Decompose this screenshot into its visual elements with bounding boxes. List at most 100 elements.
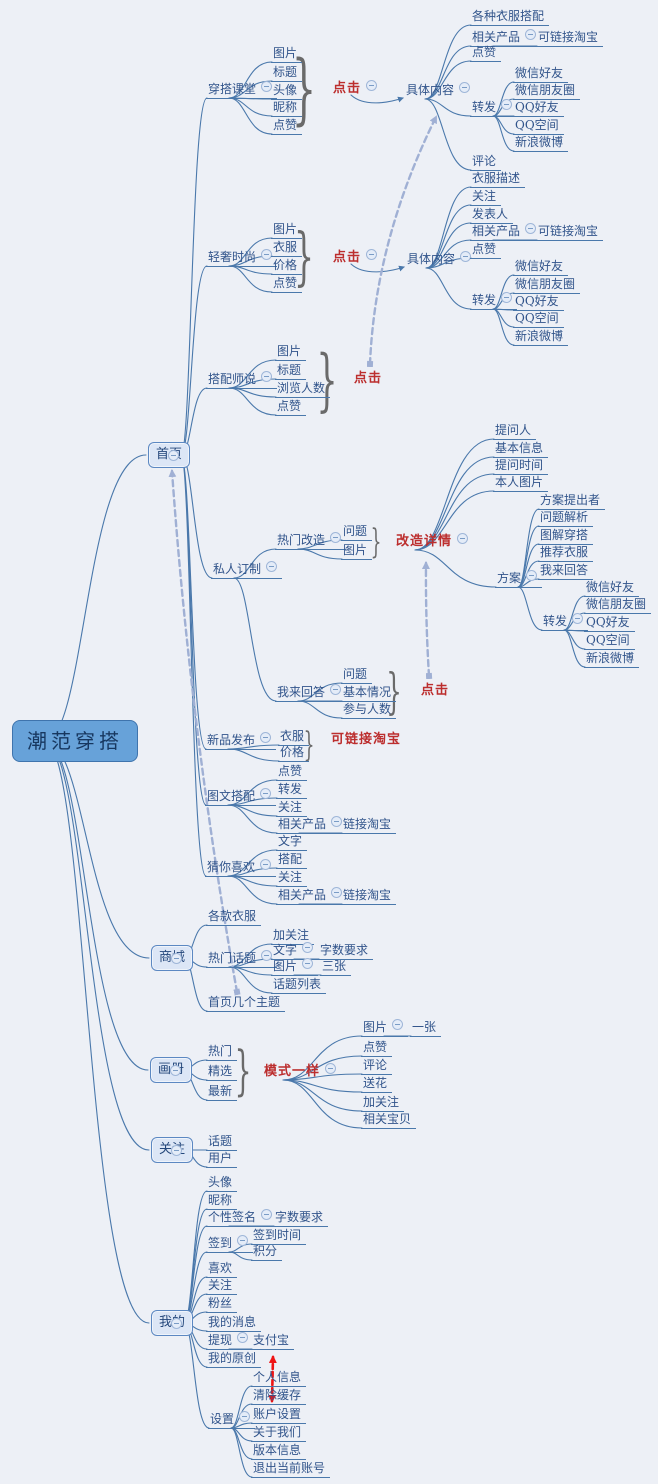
node-wc-title[interactable]: 标题 [271, 64, 303, 82]
node-d1-comment[interactable]: 评论 [470, 153, 502, 171]
node-custom[interactable]: 私人订制 [211, 561, 283, 579]
node-wear-class[interactable]: 穿搭课堂 [206, 81, 278, 99]
node-d2-moments[interactable]: 微信朋友圈 [513, 276, 581, 294]
collapse-icon[interactable] [302, 942, 314, 953]
collapse-icon[interactable] [525, 29, 537, 40]
node-rm-question[interactable]: 问题 [341, 523, 373, 541]
node-ps-qzone[interactable]: QQ空间 [584, 632, 635, 650]
node-sm-comment[interactable]: 评论 [361, 1057, 393, 1075]
node-plan-answer[interactable]: 我来回答 [538, 562, 594, 580]
collapse-icon[interactable] [457, 533, 469, 544]
collapse-icon[interactable] [572, 613, 584, 624]
node-mi-nickname[interactable]: 昵称 [206, 1192, 238, 1210]
node-remake[interactable]: 热门改造 [275, 532, 347, 550]
node-album[interactable]: 画册 [150, 1057, 193, 1083]
node-d2-desc[interactable]: 衣服描述 [470, 170, 526, 188]
collapse-icon[interactable] [460, 251, 472, 262]
node-ht-three[interactable]: 三张 [320, 958, 352, 976]
node-detail-1[interactable]: 具体内容 [403, 82, 473, 99]
collapse-icon[interactable] [501, 292, 513, 303]
node-ht-text[interactable]: 文字 [271, 942, 319, 960]
node-rd-time[interactable]: 提问时间 [493, 457, 549, 475]
node-d2-taobao[interactable]: 可链接淘宝 [536, 223, 604, 241]
collapse-icon[interactable] [261, 950, 273, 961]
node-d1-weibo[interactable]: 新浪微博 [513, 134, 569, 152]
collapse-icon[interactable] [239, 1411, 251, 1422]
node-mi-follow[interactable]: 关注 [206, 1277, 238, 1295]
node-d2-qzone[interactable]: QQ空间 [513, 310, 564, 328]
node-mi-avatar[interactable]: 头像 [206, 1174, 238, 1192]
node-it-taobao[interactable]: 链接淘宝 [341, 816, 397, 834]
node-click-1[interactable]: 点击 [330, 80, 380, 97]
node-d1-qzone[interactable]: QQ空间 [513, 117, 564, 135]
node-ml-themes[interactable]: 首页几个主题 [206, 994, 286, 1012]
node-click-4[interactable]: 点击 [418, 683, 452, 700]
node-ps-wechat[interactable]: 微信好友 [584, 579, 640, 597]
node-d2-weibo[interactable]: 新浪微博 [513, 328, 569, 346]
node-answer[interactable]: 我来回答 [275, 684, 347, 702]
node-d1-wechat[interactable]: 微信好友 [513, 65, 569, 83]
collapse-icon[interactable] [260, 859, 272, 870]
node-set-about[interactable]: 关于我们 [251, 1424, 307, 1442]
node-d2-publisher[interactable]: 发表人 [470, 206, 514, 224]
node-sy-views[interactable]: 浏览人数 [275, 380, 331, 398]
node-stylist[interactable]: 搭配师说 [206, 371, 278, 389]
node-plan-clothes[interactable]: 推荐衣服 [538, 544, 594, 562]
node-sm-image[interactable]: 图片 [361, 1019, 409, 1037]
node-mi-checkin[interactable]: 签到 [206, 1235, 254, 1253]
node-set-version[interactable]: 版本信息 [251, 1442, 307, 1460]
collapse-icon[interactable] [526, 570, 538, 581]
node-mi-checkin-time[interactable]: 签到时间 [251, 1227, 307, 1245]
node-click-2[interactable]: 点击 [330, 249, 380, 266]
node-al-featured[interactable]: 精选 [206, 1063, 238, 1081]
node-mi-likes[interactable]: 喜欢 [206, 1260, 238, 1278]
node-hot-topic[interactable]: 热门话题 [206, 950, 278, 968]
collapse-icon[interactable] [260, 732, 272, 743]
node-ps-qq[interactable]: QQ好友 [584, 614, 635, 632]
node-plan-guide[interactable]: 图解穿搭 [538, 527, 594, 545]
node-sy-image[interactable]: 图片 [275, 343, 307, 361]
node-lx-price[interactable]: 价格 [271, 257, 303, 275]
node-d1-outfits[interactable]: 各种衣服搭配 [470, 8, 550, 26]
node-sm-flower[interactable]: 送花 [361, 1075, 393, 1093]
node-mi-original[interactable]: 我的原创 [206, 1350, 262, 1368]
collapse-icon[interactable] [261, 81, 273, 92]
node-d2-follow[interactable]: 关注 [470, 188, 502, 206]
node-rd-info[interactable]: 基本信息 [493, 440, 549, 458]
node-ht-image[interactable]: 图片 [271, 958, 319, 976]
node-nr-price[interactable]: 价格 [278, 744, 310, 762]
collapse-icon[interactable] [260, 788, 272, 799]
node-sm-like[interactable]: 点赞 [361, 1039, 393, 1057]
collapse-icon[interactable] [330, 532, 342, 543]
node-d1-taobao[interactable]: 可链接淘宝 [536, 29, 604, 47]
collapse-icon[interactable] [266, 561, 278, 572]
node-d1-like[interactable]: 点赞 [470, 44, 502, 62]
node-it-follow[interactable]: 关注 [276, 799, 308, 817]
node-it-products[interactable]: 相关产品 [276, 816, 348, 834]
collapse-icon[interactable] [392, 1019, 404, 1030]
node-root[interactable]: 潮范穿搭 [12, 720, 138, 762]
node-d1-share[interactable]: 转发 [470, 99, 518, 117]
node-d1-products[interactable]: 相关产品 [470, 29, 542, 47]
node-aw-question[interactable]: 问题 [341, 666, 373, 684]
node-plan-proposer[interactable]: 方案提出者 [538, 492, 606, 510]
node-al-newest[interactable]: 最新 [206, 1083, 238, 1101]
node-nr-taobao[interactable]: 可链接淘宝 [328, 732, 404, 749]
node-remake-detail[interactable]: 改造详情 [393, 533, 471, 550]
node-mi-fans[interactable]: 粉丝 [206, 1295, 238, 1313]
node-gl-follow[interactable]: 关注 [276, 869, 308, 887]
collapse-icon[interactable] [171, 1318, 182, 1329]
node-it-share[interactable]: 转发 [276, 781, 308, 799]
node-d2-products[interactable]: 相关产品 [470, 223, 542, 241]
node-set-profile[interactable]: 个人信息 [251, 1369, 307, 1387]
node-ml-clothes[interactable]: 各款衣服 [206, 908, 262, 926]
collapse-icon[interactable] [366, 249, 378, 260]
collapse-icon[interactable] [501, 99, 513, 110]
node-wc-avatar[interactable]: 头像 [271, 82, 303, 100]
node-lx-clothes[interactable]: 衣服 [271, 239, 303, 257]
node-detail-2[interactable]: 具体内容 [404, 251, 474, 268]
node-d1-qq[interactable]: QQ好友 [513, 99, 564, 117]
node-fo-user[interactable]: 用户 [206, 1150, 238, 1168]
node-wc-image[interactable]: 图片 [271, 45, 303, 63]
collapse-icon[interactable] [261, 1209, 273, 1220]
